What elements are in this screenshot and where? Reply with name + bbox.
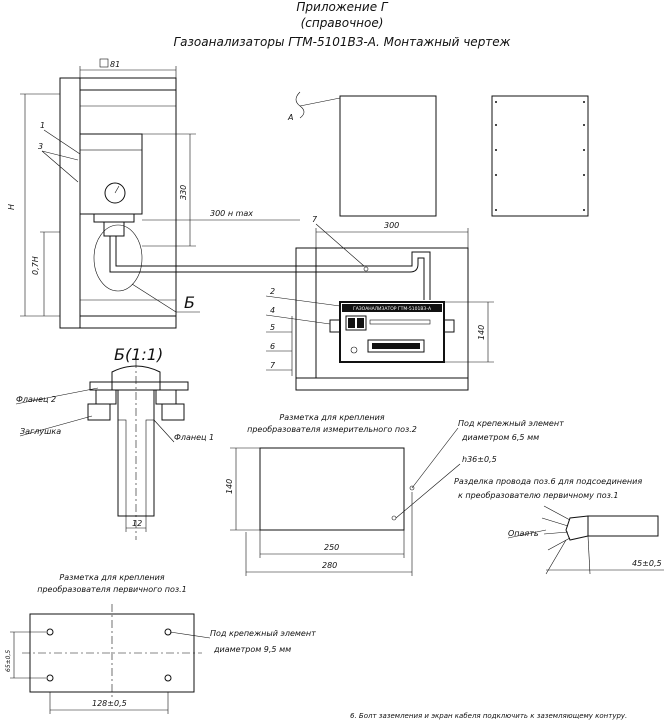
panel-a-right [491,95,589,217]
dim-07h: 0,7H [31,256,40,275]
device-nameplate [342,304,442,312]
dim-140-markup: 140 [225,479,234,494]
hole-bl-icon [46,674,54,682]
view-a-mark: А [287,113,293,122]
terminal-block [367,339,425,353]
dim-280: 280 [322,561,337,570]
nut-left [87,403,111,421]
gas-pipe-inner [115,236,300,267]
flange2-right [155,389,177,405]
detail-b-circle [93,224,143,292]
transducer-cap [79,133,143,151]
device-mounting-plate [315,247,469,379]
wire-sheath [587,515,659,537]
markup-measuring-rect [259,447,405,531]
drawing-title: Газоанализаторы ГТМ-5101ВЗ-А. Монтажный … [174,35,511,49]
note-fastener-95-line2: диаметром 9,5 мм [213,645,291,654]
dim-65: 65±0,5 [5,650,12,672]
pipe-clamp-icon [363,266,369,272]
hole-tl-icon [46,628,54,636]
header-appendix: Приложение Г [296,0,388,14]
markup-measuring: Разметка для крепления преобразователя и… [225,413,642,576]
wire-cut-detail: Опаять 45±0,5 [507,505,664,575]
transducer-nozzle [103,221,125,237]
markup-measuring-line1: Разметка для крепления [279,413,384,422]
markup-primary-line2: преобразователя первичного поз.1 [37,585,187,594]
dim-140: 140 [477,325,486,340]
device-assembly: 300 7 ГАЗОАНАЛИЗАТОР ГТМ-5101ВЗ-А 140 2 … [265,215,494,391]
dim-45: 45±0,5 [632,559,662,568]
dim-12: 12 [132,519,142,528]
dim-300-max: 300 н max [210,209,253,218]
bracket-right [443,319,455,333]
indicator-strip [369,319,431,325]
section-b: Б(1:1) 12 Фланец 2 Заглушка Фланец 1 [15,345,214,540]
label-flange2: Фланец 2 [16,395,56,404]
device-floor-hatch [295,377,469,391]
transducer-flange [93,213,135,223]
display-window [345,315,367,331]
header-reference: (справочное) [301,16,384,30]
wall-left-hatch [59,77,81,329]
markup-primary: Разметка для крепления преобразователя п… [5,573,316,714]
hole-br-icon [164,674,172,682]
note-fastener-65-line2: диаметром 6,5 мм [461,433,539,442]
dim-300: 300 [384,221,399,230]
device-wall-hatch [295,247,317,379]
gauge-icon [104,182,126,204]
wall-assembly: 81 Б 1 3 H 0,7H 330 3 [7,58,300,329]
section-cap [89,381,189,391]
flange2-left [95,389,117,405]
note-wire-line1: Разделка провода поз.6 для подсоединения [454,477,642,486]
label-flange1: Фланец 1 [174,433,214,442]
callout-3: 3 [38,142,43,151]
section-plug-hatch [111,365,161,391]
nut-right [161,403,185,421]
callout-1: 1 [40,121,45,130]
callout-7: 7 [270,361,276,370]
dim-250: 250 [324,543,339,552]
note-fastener-65-line1: Под крепежный элемент [458,419,564,428]
device-nameplate-text: ГАЗОАНАЛИЗАТОР ГТМ-5101ВЗ-А [353,306,432,312]
footnote: 6. Болт заземления и экран кабеля подклю… [350,712,627,720]
callout-4: 4 [270,306,275,315]
device-pipe-inner [300,251,431,300]
callout-5: 5 [270,323,275,332]
note-solder: Опаять [508,529,539,538]
gas-pipe-outer [109,236,300,273]
dim-h: H [7,204,16,210]
wall-top-hatch [79,77,177,91]
wall-bottom-hatch [79,315,177,329]
view-a: А [287,91,589,217]
note-fastener-95-line1: Под крепежный элемент [210,629,316,638]
markup-primary-line1: Разметка для крепления [59,573,164,582]
callout-2: 2 [270,287,275,296]
wire-cone [565,515,589,541]
section-b-mark: Б [184,293,195,312]
markup-measuring-line2: преобразователя измерительного поз.2 [247,425,417,434]
ground-bolt-icon [350,346,358,354]
note-wire-line2: к преобразователю первичному поз.1 [458,491,618,500]
callout-7-top: 7 [312,215,318,224]
section-b-title: Б(1:1) [114,345,163,364]
callout-6: 6 [270,342,275,351]
square-symbol-icon [99,58,109,68]
device-pipe-outer [300,257,425,300]
dim-330: 330 [179,185,188,200]
bracket-left [329,319,341,333]
dim-128: 128±0,5 [92,699,127,708]
panel-a-left [339,95,437,217]
dim-81: 81 [110,60,120,69]
dim-r3645: h36±0,5 [462,455,497,464]
label-plug: Заглушка [20,427,61,436]
